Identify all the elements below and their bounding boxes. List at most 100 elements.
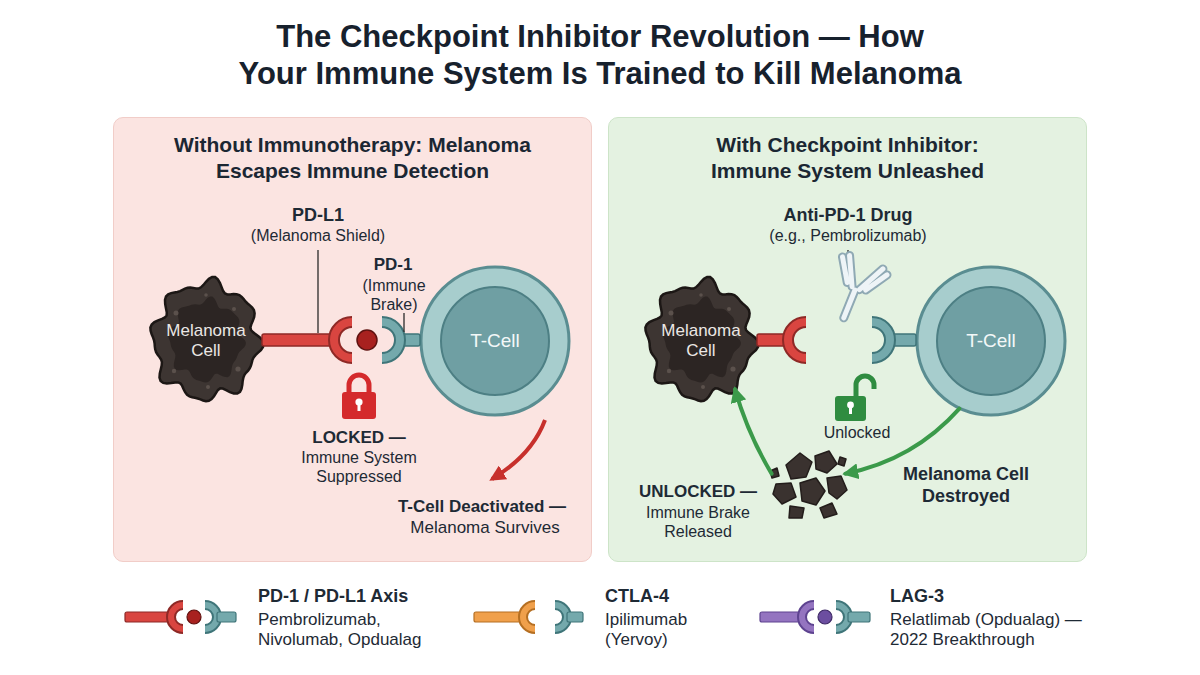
icon-stem bbox=[848, 612, 870, 622]
cell-fragment bbox=[773, 483, 796, 504]
diagram-title: The Checkpoint Inhibitor Revolution — Ho… bbox=[100, 18, 1100, 92]
receptor-cup bbox=[382, 322, 400, 358]
cell-speckle bbox=[232, 307, 236, 311]
scenario-panel: With Checkpoint Inhibitor: Immune System… bbox=[608, 117, 1087, 562]
callout-text: Immune System Suppressed bbox=[293, 448, 425, 486]
flow-arrow bbox=[845, 409, 959, 474]
panel-heading: With Checkpoint Inhibitor: Immune System… bbox=[627, 132, 1068, 184]
node-label: T-Cell bbox=[914, 264, 1068, 418]
callout-text: (Melanoma Shield) bbox=[228, 226, 408, 245]
padlock-body bbox=[835, 396, 866, 421]
callout-text: Immune Brake Released bbox=[637, 503, 759, 541]
deactivation-arrow bbox=[492, 420, 545, 479]
lag-3-icon bbox=[760, 605, 870, 629]
antibody-outline bbox=[822, 253, 889, 327]
icon-ball bbox=[187, 610, 201, 624]
melanoma-cell: Melanoma Cell bbox=[146, 273, 266, 408]
pd-l1-receptor bbox=[262, 322, 352, 358]
padlock-keyhole bbox=[358, 403, 361, 411]
pd-1-receptor bbox=[872, 322, 916, 358]
icon-stem bbox=[217, 612, 236, 622]
callout-heading: UNLOCKED — bbox=[623, 482, 773, 502]
scenario-panel: Without Immunotherapy: Melanoma Escapes … bbox=[113, 117, 592, 562]
cell-fragment bbox=[800, 478, 825, 505]
cell-speckle bbox=[699, 293, 703, 297]
pd-1-pd-l1-icon bbox=[125, 605, 236, 629]
icon-ball bbox=[818, 610, 832, 624]
padlock-keyhole bbox=[847, 402, 854, 409]
receptor-cup bbox=[334, 322, 352, 358]
callout-heading: PD-L1 bbox=[263, 204, 373, 226]
callout-text: Ipilimumab (Yervoy) bbox=[605, 610, 717, 650]
cell-speckle bbox=[701, 385, 705, 389]
leader-line bbox=[847, 250, 848, 262]
node-label: T-Cell bbox=[418, 264, 572, 418]
cell-speckle bbox=[204, 293, 208, 297]
icon-stem bbox=[760, 612, 802, 622]
locked-padlock bbox=[342, 375, 376, 419]
padlock-shackle bbox=[856, 376, 874, 397]
leader-line bbox=[403, 313, 404, 332]
cell-nucleus bbox=[168, 297, 246, 383]
receptor-stem bbox=[262, 334, 334, 346]
icon-cup bbox=[555, 605, 567, 629]
flow-arrow bbox=[735, 389, 772, 473]
cell-fragment bbox=[820, 503, 837, 518]
icon-cup bbox=[523, 605, 535, 629]
t-cell: T-Cell bbox=[914, 264, 1068, 418]
padlock-shackle bbox=[349, 375, 369, 393]
legend-label: LAG-3 bbox=[890, 585, 944, 607]
cell-speckle bbox=[727, 307, 731, 311]
icon-cup-outline bbox=[523, 605, 535, 629]
icon-cup-outline bbox=[205, 605, 217, 629]
cell-speckle bbox=[174, 311, 179, 316]
icon-cup-outline bbox=[836, 605, 848, 629]
receptor-cup bbox=[788, 322, 806, 358]
leader-line bbox=[317, 250, 318, 333]
callout-text: Relatlimab (Opdualag) — 2022 Breakthroug… bbox=[890, 610, 1095, 650]
t-cell: T-Cell bbox=[418, 264, 572, 418]
receptor-cup-outline bbox=[334, 322, 352, 358]
receptor-stem bbox=[890, 334, 916, 346]
icon-cup-outline bbox=[555, 605, 567, 629]
cell-speckle bbox=[730, 366, 735, 371]
cell-fragments bbox=[770, 451, 847, 518]
callout-text: Unlocked bbox=[807, 423, 907, 442]
cell-fragment bbox=[838, 457, 846, 466]
cell-speckle bbox=[235, 366, 240, 371]
callout-heading: T-Cell Deactivated — bbox=[377, 497, 587, 517]
receptor-stem bbox=[400, 334, 420, 346]
receptor-cup-outline bbox=[872, 322, 890, 358]
node-label: Melanoma Cell bbox=[641, 273, 761, 408]
destroyed-cell: Melanoma Cell Destroyed bbox=[766, 443, 851, 523]
legend-label: CTLA-4 bbox=[605, 585, 669, 607]
cell-speckle bbox=[172, 369, 176, 373]
receptor-stem bbox=[757, 334, 788, 346]
panel-heading: Without Immunotherapy: Melanoma Escapes … bbox=[132, 132, 573, 184]
cell-fragment bbox=[770, 468, 779, 478]
cell-fragment bbox=[789, 506, 804, 518]
cell-speckle bbox=[206, 385, 210, 389]
ctla-4-icon bbox=[474, 605, 583, 629]
icon-cup bbox=[205, 605, 217, 629]
receptor-cup-outline bbox=[788, 322, 806, 358]
cell-fragment bbox=[827, 476, 847, 499]
icon-cup-outline bbox=[802, 605, 814, 629]
icon-cup bbox=[802, 605, 814, 629]
icon-cup bbox=[171, 605, 183, 629]
callout-text: (Immune Brake) bbox=[356, 276, 432, 314]
unlocked-padlock bbox=[835, 376, 874, 421]
node-label: Melanoma Cell bbox=[146, 273, 266, 408]
padlock-keyhole bbox=[849, 406, 852, 414]
icon-cup-outline bbox=[171, 605, 183, 629]
padlock-keyhole bbox=[355, 398, 362, 405]
legend-label: PD-1 / PD-L1 Axis bbox=[258, 585, 408, 607]
receptor-cup-outline bbox=[382, 322, 400, 358]
receptor-cup bbox=[872, 322, 890, 358]
melanoma-cell: Melanoma Cell bbox=[641, 273, 761, 408]
cell-nucleus bbox=[663, 297, 741, 383]
callout-text: (e.g., Pembrolizumab) bbox=[743, 226, 953, 245]
